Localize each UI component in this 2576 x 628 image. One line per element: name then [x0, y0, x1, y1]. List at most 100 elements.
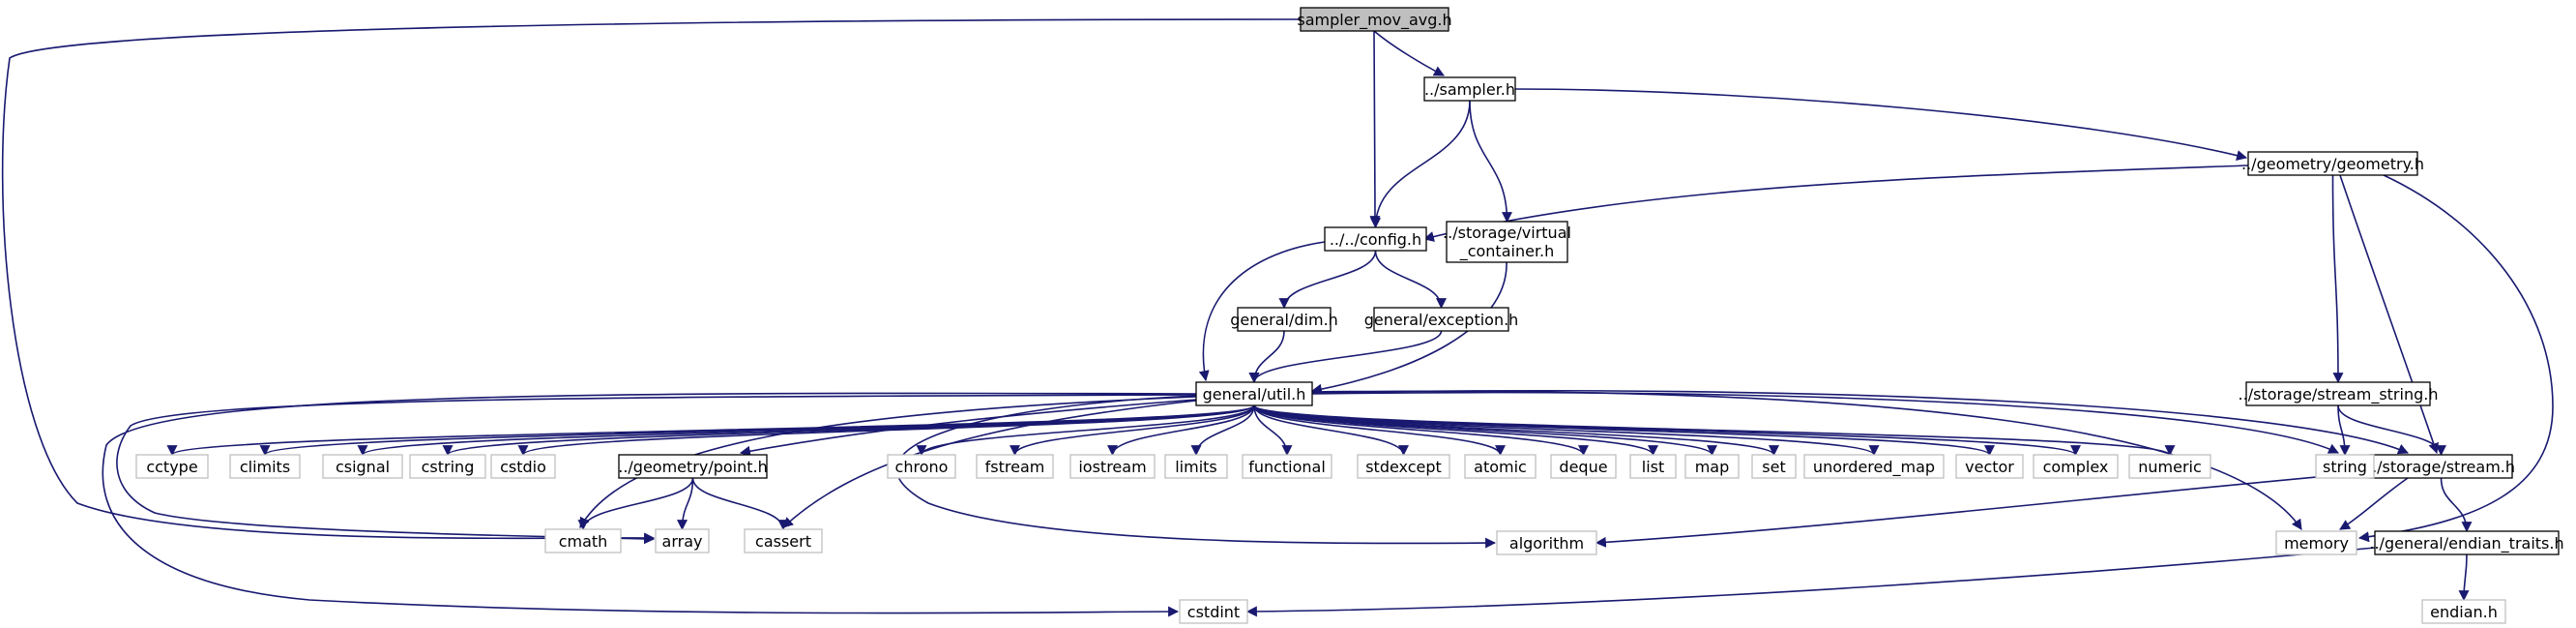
edge-line-util-functional	[1253, 404, 1293, 457]
edge-sampler_mov_avg-sampler	[1373, 30, 1445, 76]
edge-geometry-memory	[2357, 174, 2554, 543]
edge-line-util-array	[116, 394, 1197, 545]
node-cassert[interactable]: cassert	[744, 528, 823, 553]
node-limits[interactable]: limits	[1164, 454, 1228, 479]
node-box-map	[1684, 454, 1740, 479]
node-numeric[interactable]: numeric	[2128, 454, 2211, 479]
node-unordered_map[interactable]: unordered_map	[1803, 454, 1945, 479]
node-label-cstdint: cstdint	[1187, 603, 1240, 621]
node-label-vector: vector	[1965, 458, 2014, 476]
edge-util-numeric	[1253, 404, 2176, 457]
node-label-stream: ../storage/stream.h	[2367, 458, 2515, 476]
node-list[interactable]: list	[1629, 454, 1677, 479]
node-box-config	[1324, 226, 1427, 252]
node-label-map: map	[1695, 458, 1730, 476]
node-sampler[interactable]: ../sampler.h	[1423, 76, 1516, 102]
node-box-endian	[2421, 599, 2506, 624]
node-cstdio[interactable]: cstdio	[490, 454, 556, 479]
node-cstdint[interactable]: cstdint	[1179, 599, 1248, 624]
edge-util-array	[116, 394, 1197, 545]
edge-line-stream_string-string	[2337, 404, 2351, 457]
node-complex[interactable]: complex	[2033, 454, 2119, 479]
node-box-list	[1629, 454, 1677, 479]
node-stdexcept[interactable]: stdexcept	[1357, 454, 1450, 479]
edge-sampler_mov_avg-array	[1, 18, 1302, 544]
edge-util-stream	[1311, 389, 2410, 455]
edge-util-limits	[1190, 404, 1255, 457]
node-stream_string[interactable]: ../storage/stream_string.h	[2239, 381, 2439, 406]
node-sampler_mov_avg[interactable]: sampler_mov_avg.h	[1297, 7, 1452, 32]
node-csignal[interactable]: csignal	[322, 454, 403, 479]
edge-line-virtual_container-util	[1310, 261, 1508, 395]
node-vector[interactable]: vector	[1955, 454, 2024, 479]
edge-line-geometry-stream_string	[2331, 174, 2344, 384]
node-box-vector	[1955, 454, 2024, 479]
node-cmath[interactable]: cmath	[544, 528, 622, 553]
node-box-complex	[2033, 454, 2119, 479]
node-label-cmath: cmath	[559, 532, 608, 551]
node-array[interactable]: array	[655, 528, 710, 553]
edge-util-chrono	[916, 404, 1255, 457]
node-cctype[interactable]: cctype	[135, 454, 209, 479]
node-box-cctype	[135, 454, 209, 479]
node-deque[interactable]: deque	[1550, 454, 1617, 479]
node-box-cassert	[744, 528, 823, 553]
edge-sampler-geometry	[1514, 88, 2248, 161]
node-label-array: array	[662, 532, 703, 551]
node-map[interactable]: map	[1684, 454, 1740, 479]
edge-stream-algorithm	[1595, 471, 2371, 548]
edge-sampler-config	[1370, 100, 1471, 229]
node-geometry[interactable]: ../geometry/geometry.h	[2241, 151, 2424, 176]
node-label-atomic: atomic	[1474, 458, 1527, 476]
node-label-unordered_map: unordered_map	[1813, 458, 1935, 477]
node-config[interactable]: ../../config.h	[1324, 226, 1427, 252]
node-endian[interactable]: endian.h	[2421, 599, 2506, 624]
edge-util-csignal	[357, 404, 1255, 457]
node-stream[interactable]: ../storage/stream.h	[2367, 454, 2515, 479]
edge-line-util-cassert	[782, 400, 1197, 528]
node-fstream[interactable]: fstream	[976, 454, 1054, 479]
node-util[interactable]: general/util.h	[1195, 381, 1313, 406]
edge-line-point-cmath	[577, 477, 694, 531]
node-box-deque	[1550, 454, 1617, 479]
node-endian_traits[interactable]: ../general/endian_traits.h	[2369, 530, 2564, 555]
edge-line-util-point	[739, 399, 1197, 457]
node-climits[interactable]: climits	[229, 454, 301, 479]
edge-config-exception	[1374, 250, 1447, 310]
node-box-dim	[1237, 307, 1332, 332]
edge-util-cmath	[579, 396, 1197, 528]
node-algorithm[interactable]: algorithm	[1496, 530, 1597, 555]
edge-util-memory	[1311, 390, 2302, 530]
node-label-string: string	[2323, 458, 2367, 476]
edge-line-util-string	[1311, 391, 2339, 454]
node-virtual_container[interactable]: ../storage/virtual_container.h	[1443, 221, 1571, 263]
node-functional[interactable]: functional	[1242, 454, 1332, 479]
node-label-list: list	[1642, 458, 1665, 476]
edge-endian_traits-endian	[2458, 553, 2470, 602]
edge-line-util-csignal	[357, 404, 1255, 457]
node-chrono[interactable]: chrono	[887, 454, 956, 479]
edge-util-list	[1253, 404, 1658, 457]
node-set[interactable]: set	[1751, 454, 1797, 479]
edge-util-stdexcept	[1253, 404, 1409, 457]
node-box-memory	[2275, 530, 2357, 555]
node-cstring[interactable]: cstring	[409, 454, 486, 479]
node-iostream[interactable]: iostream	[1069, 454, 1156, 479]
node-label-deque: deque	[1559, 458, 1607, 476]
node-memory[interactable]: memory	[2275, 530, 2357, 555]
node-label-virtual_container: ../storage/virtual_container.h	[1443, 224, 1571, 261]
node-label-endian_traits: ../general/endian_traits.h	[2369, 534, 2563, 553]
node-box-fstream	[976, 454, 1054, 479]
node-exception[interactable]: general/exception.h	[1364, 307, 1519, 332]
edge-point-array	[677, 477, 694, 531]
node-box-stdexcept	[1357, 454, 1450, 479]
node-string[interactable]: string	[2315, 454, 2375, 479]
node-atomic[interactable]: atomic	[1464, 454, 1537, 479]
node-label-line-virtual_container-0: ../storage/virtual	[1443, 224, 1571, 242]
node-label-limits: limits	[1175, 458, 1217, 476]
node-label-set: set	[1762, 458, 1785, 476]
node-dim[interactable]: general/dim.h	[1230, 307, 1338, 332]
node-point[interactable]: ../geometry/point.h	[618, 454, 768, 479]
edge-line-util-limits	[1190, 404, 1255, 457]
edge-line-util-cstdint	[102, 392, 1197, 617]
